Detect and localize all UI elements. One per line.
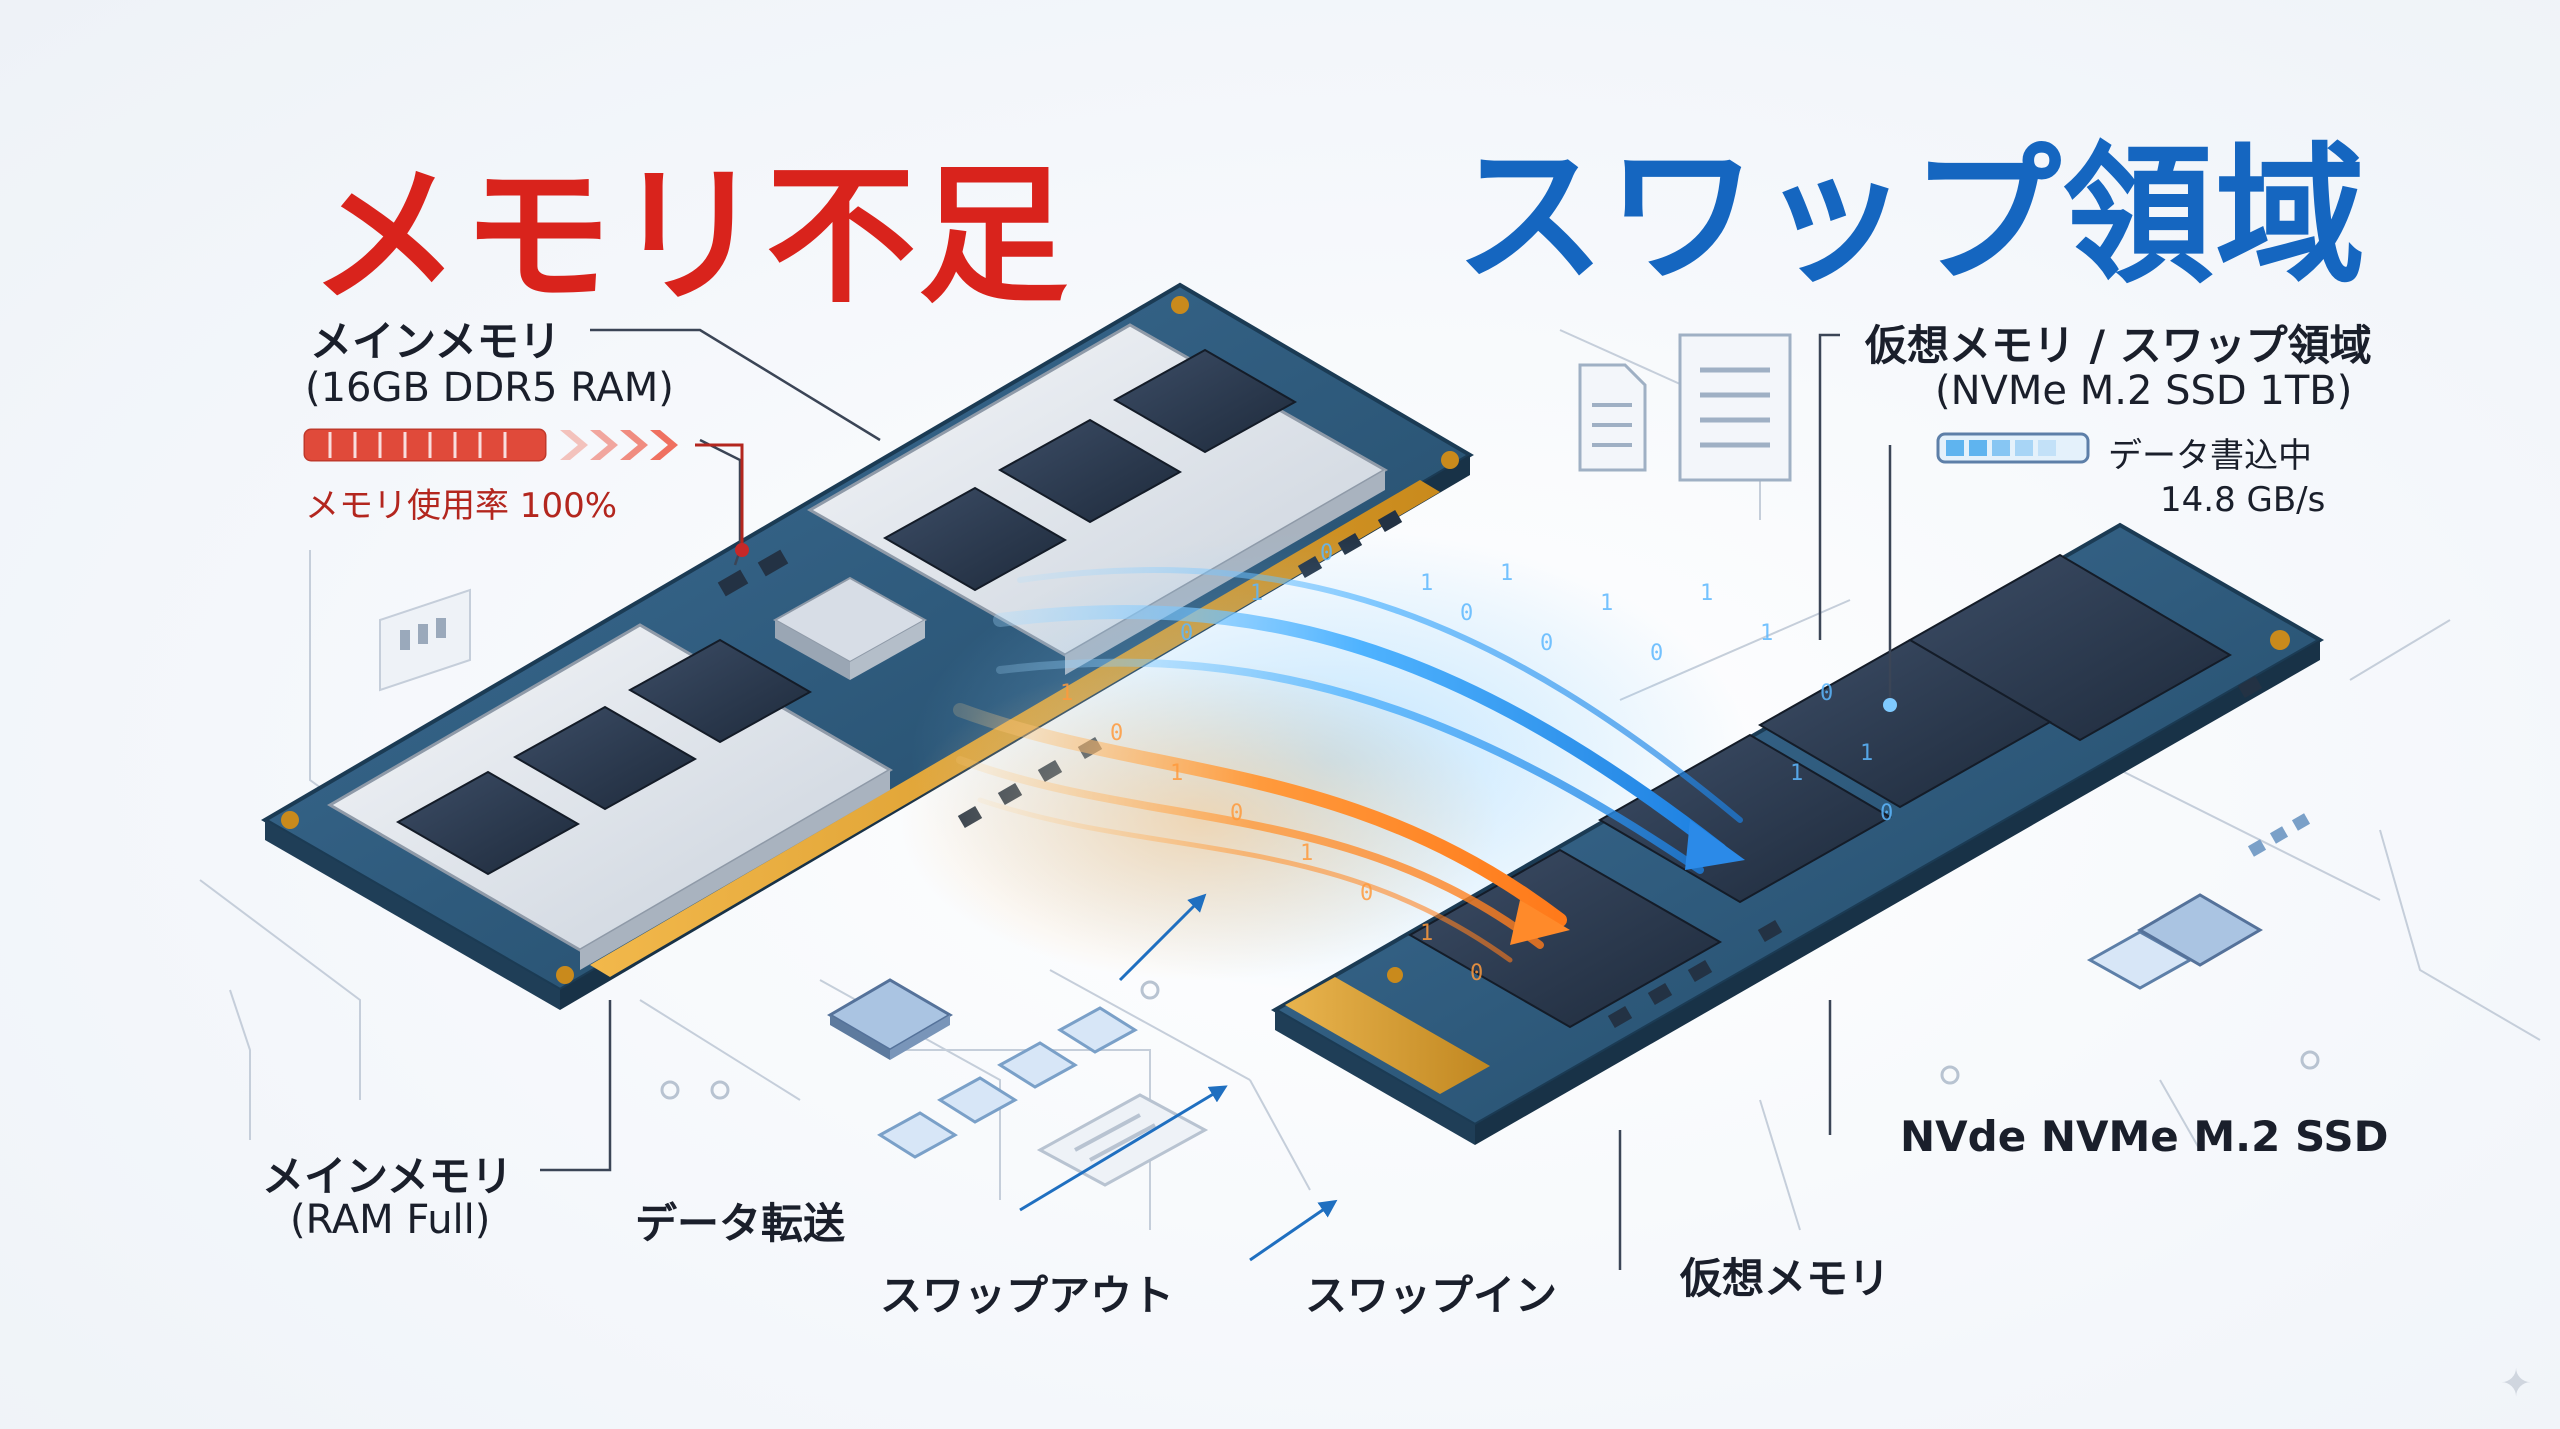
ssd-module: [1270, 522, 2325, 1145]
ssd-write-bar: [1936, 432, 2090, 464]
panel-stack: [1036, 1093, 1209, 1187]
main-memory-bottom-label: メインメモリ: [262, 1152, 513, 1201]
binary-particles: 1 0 1 0 1 0 1 1 0 1 0 1 0 1 0: [1180, 541, 1893, 826]
orange-flow: [953, 703, 1570, 963]
ram-chips-front: [395, 638, 813, 876]
svg-text:1: 1: [1300, 841, 1313, 866]
write-status-label: データ書込中: [2108, 436, 2312, 476]
svg-text:0: 0: [1180, 621, 1193, 646]
ssd-chips: [1407, 553, 2232, 1029]
sparkle-icon: ✦: [2500, 1361, 2532, 1405]
virtual-memory-label: 仮想メモリ / スワップ領域: [1865, 321, 2372, 370]
virtual-memory-spec: (NVMe M.2 SSD 1TB): [1935, 368, 2353, 414]
svg-text:0: 0: [1650, 641, 1663, 666]
main-memory-spec: (16GB DDR5 RAM): [305, 365, 674, 411]
document-icon: [1578, 363, 1647, 472]
svg-text:0: 0: [1540, 631, 1553, 656]
svg-text:1: 1: [1700, 581, 1713, 606]
virtual-memory-bottom-label: 仮想メモリ: [1680, 1254, 1891, 1303]
ram-full-label: (RAM Full): [290, 1197, 491, 1243]
svg-text:1: 1: [1790, 761, 1803, 786]
write-speed-label: 14.8 GB/s: [2160, 480, 2326, 520]
svg-text:1: 1: [1420, 921, 1433, 946]
title-memory-shortage: メモリ不足: [310, 150, 1071, 324]
svg-text:0: 0: [1360, 881, 1373, 906]
title-swap-area: スワップ領域: [1455, 130, 2368, 304]
svg-text:1: 1: [1760, 621, 1773, 646]
ram-chips-back: [882, 348, 1298, 592]
svg-text:1: 1: [1420, 571, 1433, 596]
svg-text:1: 1: [1170, 761, 1183, 786]
swap-out-label: スワップアウト: [880, 1271, 1175, 1320]
svg-text:1: 1: [1060, 681, 1073, 706]
svg-text:1: 1: [1600, 591, 1613, 616]
svg-text:0: 0: [1110, 721, 1123, 746]
left-panel-icon: [379, 588, 471, 692]
svg-text:0: 0: [1880, 801, 1893, 826]
svg-text:0: 0: [1820, 681, 1833, 706]
svg-text:1: 1: [1860, 741, 1873, 766]
svg-text:0: 0: [1320, 541, 1333, 566]
data-sheet-icon: [1678, 333, 1792, 482]
memory-usage-label: メモリ使用率 100%: [305, 486, 618, 526]
main-memory-label: メインメモリ: [310, 317, 561, 366]
ram-controller: [772, 576, 928, 680]
chip-icon: [827, 978, 953, 1060]
memory-usage-bar: [303, 428, 678, 462]
svg-text:0: 0: [1460, 601, 1473, 626]
svg-text:0: 0: [1230, 801, 1243, 826]
svg-text:0: 0: [1470, 961, 1483, 986]
ssd-label: NVde NVMe M.2 SSD: [1900, 1112, 2389, 1161]
swap-in-label: スワップイン: [1305, 1271, 1558, 1320]
chip-icon: [2086, 893, 2263, 990]
data-transfer-label: データ転送: [635, 1199, 846, 1248]
blue-flow: [993, 567, 1745, 874]
svg-text:1: 1: [1250, 581, 1263, 606]
svg-text:1: 1: [1500, 561, 1513, 586]
leader-lines: [540, 328, 1892, 1270]
